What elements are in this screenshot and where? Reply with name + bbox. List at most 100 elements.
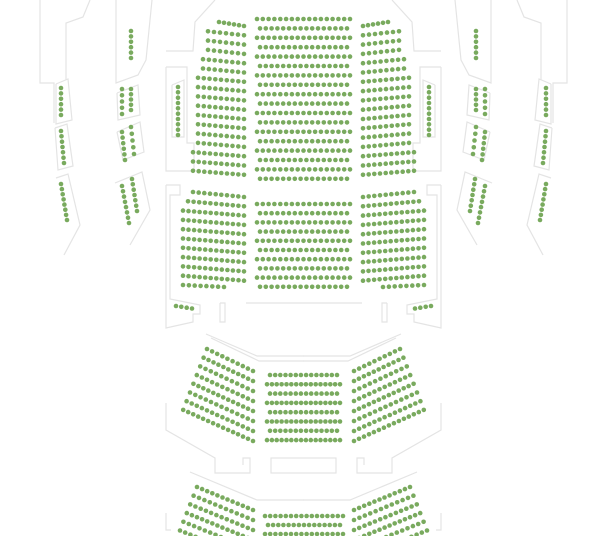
seat[interactable] <box>224 115 230 120</box>
seat[interactable] <box>405 274 410 280</box>
seat[interactable] <box>321 44 327 50</box>
seat[interactable] <box>389 123 395 129</box>
seat[interactable] <box>330 129 335 135</box>
seat[interactable] <box>366 50 372 56</box>
seat[interactable] <box>236 212 241 218</box>
seat[interactable] <box>298 120 303 125</box>
seat[interactable] <box>267 531 273 536</box>
seat[interactable] <box>236 162 241 168</box>
seat[interactable] <box>416 199 422 204</box>
seat[interactable] <box>386 284 392 290</box>
seat[interactable] <box>338 210 344 216</box>
seat[interactable] <box>341 220 347 225</box>
seat[interactable] <box>372 59 378 65</box>
seat[interactable] <box>344 247 350 253</box>
seat[interactable] <box>333 63 338 69</box>
seat[interactable] <box>245 406 251 412</box>
seat[interactable] <box>383 192 389 198</box>
seat[interactable] <box>378 78 383 83</box>
seat[interactable] <box>278 275 283 280</box>
seat[interactable] <box>235 371 241 377</box>
seat[interactable] <box>327 176 332 182</box>
seat[interactable] <box>399 238 405 243</box>
seat[interactable] <box>241 259 247 265</box>
seat[interactable] <box>286 101 292 106</box>
seat[interactable] <box>295 73 301 78</box>
seat[interactable] <box>190 149 196 155</box>
seat[interactable] <box>283 91 289 97</box>
seat[interactable] <box>230 499 235 504</box>
seat[interactable] <box>307 110 312 116</box>
seat[interactable] <box>214 211 219 216</box>
seat[interactable] <box>537 217 543 223</box>
seat[interactable] <box>270 522 276 528</box>
seat[interactable] <box>481 140 487 146</box>
seat[interactable] <box>264 437 270 443</box>
seat[interactable] <box>399 256 405 262</box>
seat[interactable] <box>295 54 301 59</box>
seat[interactable] <box>207 141 212 147</box>
seat[interactable] <box>245 386 250 391</box>
seat[interactable] <box>254 148 260 153</box>
seat[interactable] <box>376 367 382 372</box>
seat[interactable] <box>327 266 332 271</box>
seat[interactable] <box>128 44 134 50</box>
seat[interactable] <box>479 157 485 163</box>
seat[interactable] <box>220 495 225 500</box>
seat[interactable] <box>315 120 321 125</box>
seat[interactable] <box>347 148 353 153</box>
seat[interactable] <box>397 408 403 413</box>
seat[interactable] <box>132 192 137 198</box>
seat[interactable] <box>201 386 206 391</box>
seat[interactable] <box>230 529 235 534</box>
seat[interactable] <box>399 366 404 372</box>
seat[interactable] <box>196 200 202 205</box>
seat[interactable] <box>180 254 186 260</box>
seat[interactable] <box>236 134 241 140</box>
seat[interactable] <box>377 230 382 236</box>
seat[interactable] <box>333 26 338 31</box>
seat[interactable] <box>388 201 394 207</box>
seat[interactable] <box>478 204 484 210</box>
seat[interactable] <box>336 129 341 135</box>
seat[interactable] <box>283 238 289 244</box>
seat[interactable] <box>286 63 292 69</box>
seat[interactable] <box>288 513 294 519</box>
seat[interactable] <box>330 531 335 536</box>
seat[interactable] <box>187 502 193 507</box>
seat[interactable] <box>231 22 237 27</box>
seat[interactable] <box>175 116 181 122</box>
seat[interactable] <box>213 170 218 175</box>
seat[interactable] <box>195 112 201 118</box>
seat[interactable] <box>421 273 427 279</box>
seat[interactable] <box>241 250 247 256</box>
seat[interactable] <box>415 521 421 527</box>
seat[interactable] <box>333 176 338 182</box>
seat[interactable] <box>292 210 298 216</box>
seat[interactable] <box>263 247 269 253</box>
seat[interactable] <box>266 167 271 172</box>
seat[interactable] <box>208 210 213 216</box>
seat[interactable] <box>421 217 427 223</box>
seat[interactable] <box>309 210 315 216</box>
seat[interactable] <box>540 202 545 207</box>
seat[interactable] <box>212 58 217 63</box>
seat[interactable] <box>394 160 400 166</box>
seat[interactable] <box>58 181 64 187</box>
seat[interactable] <box>128 107 134 113</box>
seat[interactable] <box>347 35 353 41</box>
seat[interactable] <box>128 34 134 39</box>
seat[interactable] <box>194 484 200 490</box>
seat[interactable] <box>236 125 241 131</box>
seat[interactable] <box>214 412 220 418</box>
seat[interactable] <box>275 176 280 182</box>
seat[interactable] <box>387 382 393 387</box>
seat[interactable] <box>257 284 263 290</box>
seat[interactable] <box>180 236 186 241</box>
seat[interactable] <box>218 77 224 83</box>
seat[interactable] <box>201 122 207 128</box>
seat[interactable] <box>312 275 318 280</box>
seat[interactable] <box>336 256 341 262</box>
seat[interactable] <box>175 122 181 127</box>
seat[interactable] <box>224 143 230 148</box>
